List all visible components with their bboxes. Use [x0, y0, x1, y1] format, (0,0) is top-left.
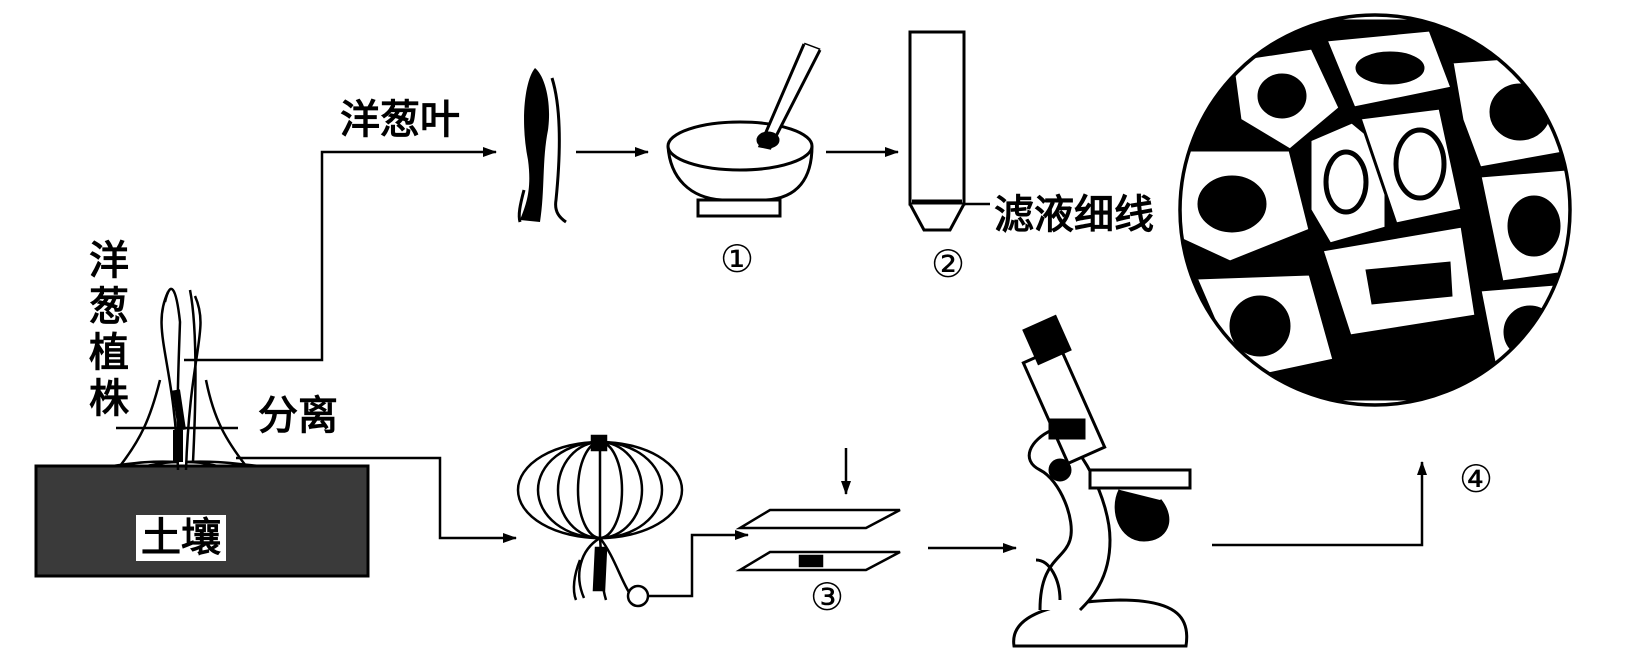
microscope-icon	[1014, 317, 1190, 646]
step-4-marker: ④	[1459, 460, 1493, 498]
separate-label: 分离	[258, 396, 338, 436]
test-tube-icon	[910, 32, 990, 230]
onion-plant-label: 洋葱植株	[86, 238, 132, 422]
cells-view-icon	[1160, 15, 1600, 405]
arrow-root-to-slide	[648, 535, 748, 596]
onion-leaf-icon	[519, 68, 566, 222]
step-1-marker: ①	[720, 240, 754, 278]
onion-bulb-icon	[518, 436, 682, 606]
mortar-pestle-icon	[668, 44, 820, 216]
soil-label: 土壤	[136, 515, 226, 561]
arrow-microscope-to-view	[1212, 462, 1422, 545]
onion-plant-icon	[110, 289, 262, 470]
filtrate-line-label: 滤液细线	[994, 195, 1154, 235]
step-3-marker: ③	[810, 578, 844, 616]
slide-coverslip-icon	[740, 448, 900, 570]
arrow-plant-to-leaf	[184, 152, 496, 360]
step-2-marker: ②	[931, 245, 965, 283]
onion-leaf-label: 洋葱叶	[340, 100, 460, 140]
